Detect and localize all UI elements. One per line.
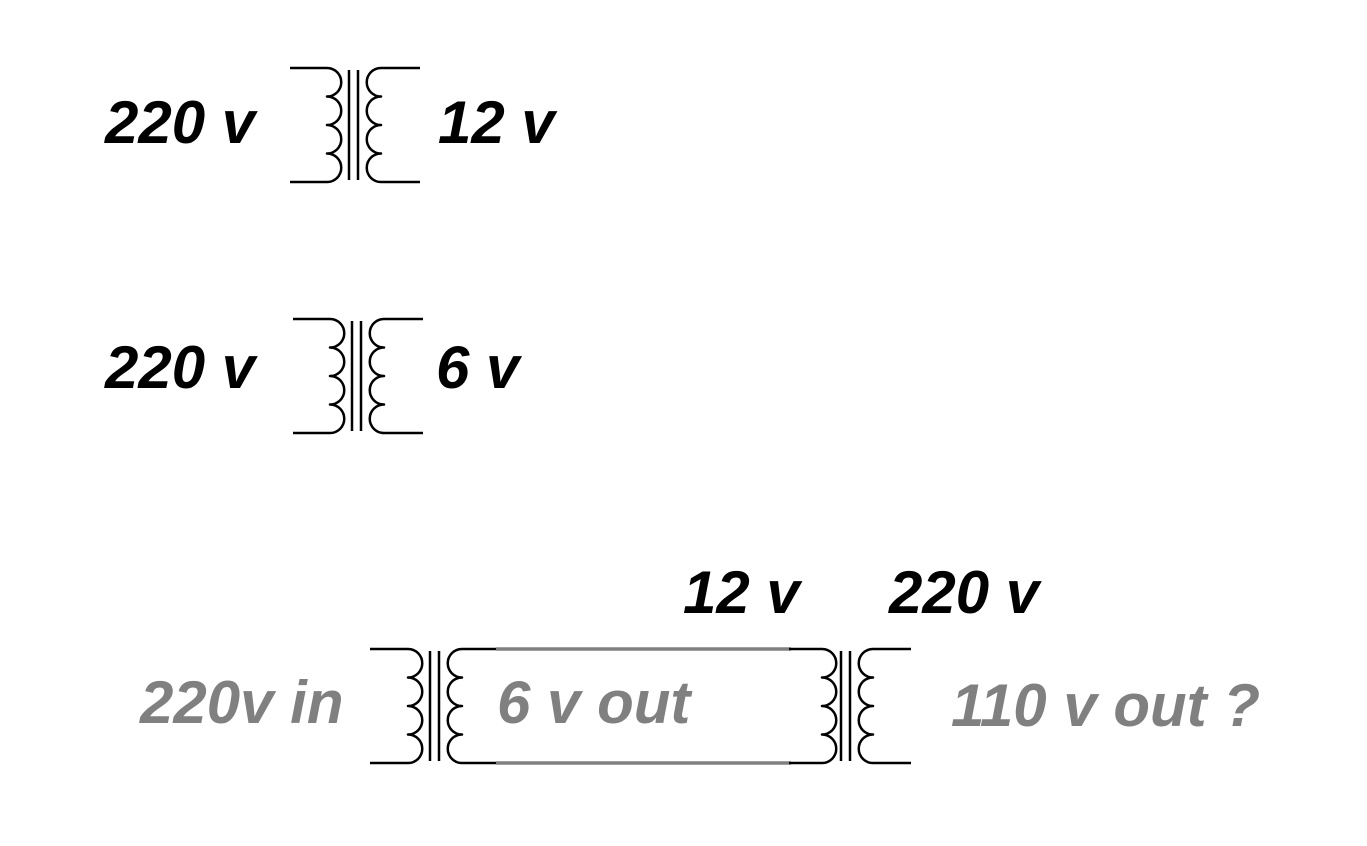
chain-transformer-b-primary-label: 12 v bbox=[683, 559, 803, 626]
transformer-1-secondary-coil bbox=[365, 66, 420, 184]
chain-input-label: 220v in bbox=[139, 669, 343, 736]
transformer-1-input-label: 220 v bbox=[104, 89, 259, 156]
transformer-1: 220 v 12 v bbox=[104, 66, 558, 184]
transformer-1-primary-coil bbox=[290, 66, 343, 184]
transformer-chain: 220v in 6 v out 12 v 220 v 110 v out ? bbox=[139, 559, 1260, 765]
transformer-2-input-label: 220 v bbox=[104, 334, 259, 401]
chain-transformer-b-primary-coil bbox=[789, 647, 838, 765]
chain-transformer-b-secondary-coil bbox=[857, 647, 911, 765]
chain-transformer-a-primary-coil bbox=[370, 647, 424, 765]
transformer-1-symbol bbox=[290, 66, 420, 184]
chain-middle-label: 6 v out bbox=[497, 669, 693, 736]
chain-transformer-a bbox=[370, 647, 497, 765]
transformer-1-output-label: 12 v bbox=[438, 89, 558, 156]
chain-output-label: 110 v out ? bbox=[951, 672, 1260, 739]
transformer-2-secondary-coil bbox=[368, 317, 423, 435]
chain-transformer-a-secondary-coil bbox=[446, 647, 497, 765]
transformer-2-symbol bbox=[293, 317, 423, 435]
chain-transformer-b-secondary-label: 220 v bbox=[888, 559, 1043, 626]
transformer-2-output-label: 6 v bbox=[436, 334, 523, 401]
transformer-2: 220 v 6 v bbox=[104, 317, 523, 435]
chain-transformer-b bbox=[789, 647, 911, 765]
transformer-2-primary-coil bbox=[293, 317, 346, 435]
